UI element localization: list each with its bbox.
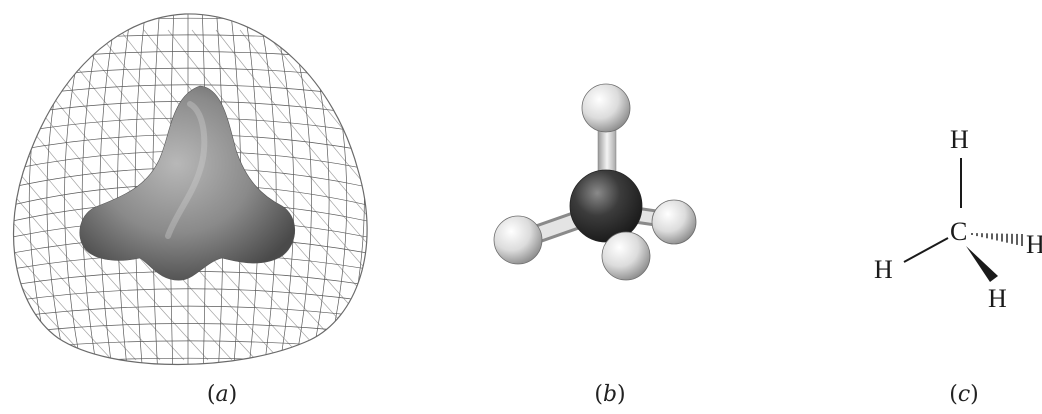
atom-label-bottom-h: H bbox=[988, 284, 1007, 313]
carbon-atom bbox=[569, 169, 643, 243]
hydrogen-atom-top bbox=[581, 83, 631, 133]
atom-label-top-h: H bbox=[950, 125, 969, 154]
atom-label-carbon: C bbox=[950, 217, 967, 246]
atom-label-left-h: H bbox=[874, 255, 893, 284]
inner-surface bbox=[79, 85, 295, 281]
atom-label-right-h: H bbox=[1026, 230, 1042, 259]
electron-density-model bbox=[12, 13, 368, 366]
hydrogen-atom-right bbox=[651, 199, 697, 245]
caption-a: (a) bbox=[206, 382, 238, 407]
bond-hashed bbox=[971, 233, 1023, 246]
hydrogen-atom-left bbox=[493, 215, 543, 265]
structural-formula: H C H H H bbox=[874, 125, 1042, 313]
caption-b: (b) bbox=[594, 382, 626, 407]
caption-c: (c) bbox=[949, 382, 979, 407]
bond-wedge bbox=[966, 246, 998, 282]
hydrogen-atom-front bbox=[601, 231, 651, 281]
bond-left bbox=[903, 237, 949, 263]
ball-and-stick-model bbox=[493, 83, 697, 281]
